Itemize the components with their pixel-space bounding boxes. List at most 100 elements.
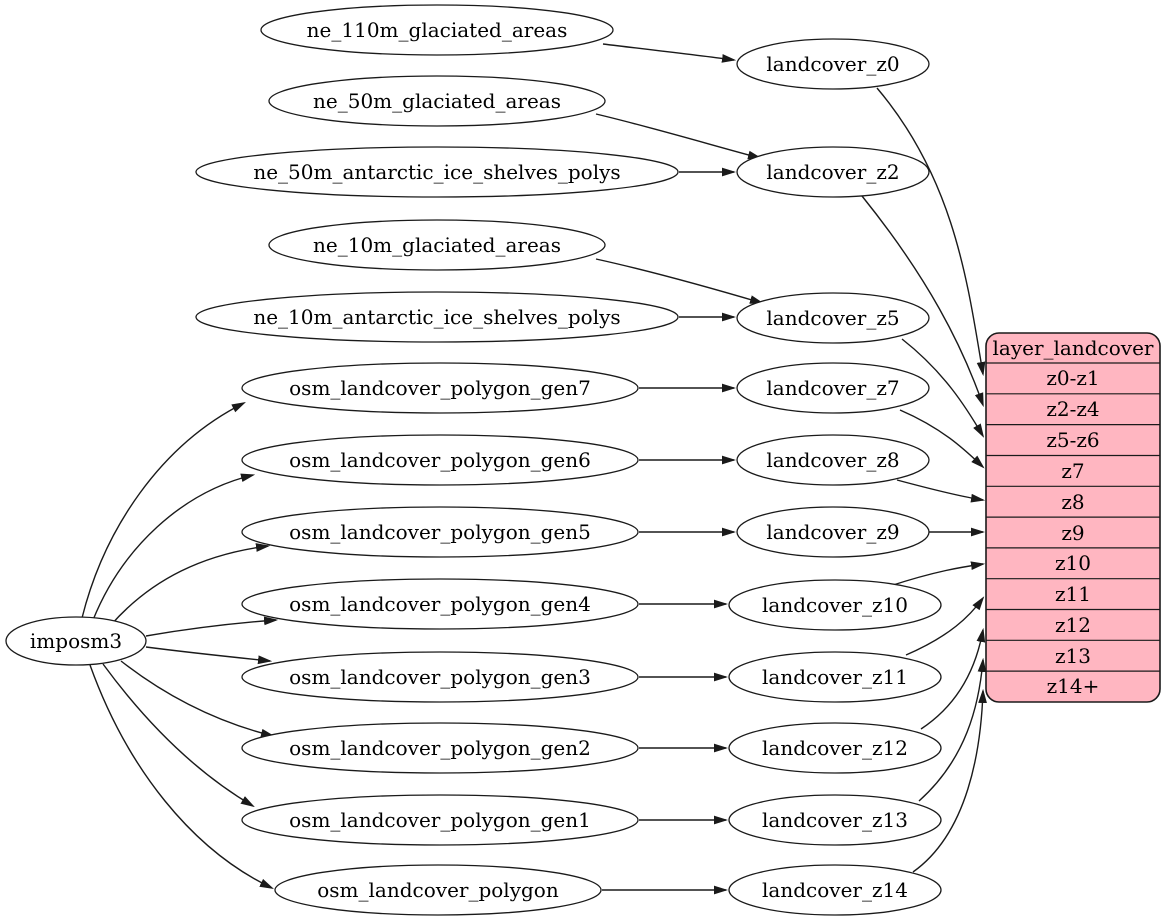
node-label: ne_110m_glaciated_areas [307,18,568,42]
edge-imposm3-to-gen4 [145,620,276,637]
node-shape [728,864,942,916]
node-landcover-z8: landcover_z8 [736,434,930,486]
edge-z14-to-row-z14plus [912,691,983,873]
node-label: landcover_z0 [766,52,899,76]
node-shape [728,794,942,846]
edge-ne50m-to-z2 [595,113,760,158]
node-shape [736,38,930,90]
edge-z12-to-row-z12 [920,630,983,730]
node-shape [241,651,639,703]
edge-z8-to-row-z8 [896,479,983,500]
edge-group-sources [595,43,762,890]
node-landcover-z0: landcover_z0 [736,38,930,90]
node-label: ne_50m_glaciated_areas [313,89,561,113]
node-shape [241,578,639,630]
node-landcover-z12: landcover_z12 [728,722,942,774]
node-label: osm_landcover_polygon_gen3 [289,665,591,689]
node-ne-10m-glaciated-areas: ne_10m_glaciated_areas [268,219,606,271]
node-landcover-z11: landcover_z11 [728,651,942,703]
node-shape [241,362,639,414]
edge-imposm3-to-polygon [89,664,272,888]
table-row-z5-z6: z5-z6 [1046,428,1099,452]
edge-imposm3-to-gen3 [145,646,270,661]
node-shape [241,506,639,558]
node-shape [728,579,942,631]
node-landcover-z14: landcover_z14 [728,864,942,916]
node-label: ne_10m_glaciated_areas [313,233,561,257]
edge-imposm3-to-gen1 [102,663,253,806]
node-shape [241,794,639,846]
edge-group-imposm3 [81,403,276,888]
node-imposm3: imposm3 [5,616,147,666]
node-label: osm_landcover_polygon_gen1 [289,808,591,832]
node-label: landcover_z11 [762,665,908,689]
node-shape [736,146,930,198]
edge-z2-to-row-z2-z4 [861,195,983,405]
edge-imposm3-to-gen2 [120,660,273,736]
node-label: landcover_z7 [766,376,899,400]
edge-z5-to-row-z5-z6 [901,338,983,436]
node-label: ne_10m_antarctic_ice_shelves_polys [253,305,620,329]
node-shape [736,506,930,558]
node-osm-landcover-polygon-gen4: osm_landcover_polygon_gen4 [241,578,639,630]
node-label: osm_landcover_polygon_gen4 [289,592,591,616]
node-landcover-z7: landcover_z7 [736,362,930,414]
node-osm-landcover-polygon-gen6: osm_landcover_polygon_gen6 [241,434,639,486]
table-row-z11: z11 [1055,582,1091,606]
table-row-z2-z4: z2-z4 [1046,397,1099,421]
edge-z11-to-row-z11 [905,598,983,656]
node-label: landcover_z5 [766,306,899,330]
node-shape [195,291,679,343]
node-label: osm_landcover_polygon [317,878,559,902]
table-title: layer_landcover [993,336,1154,360]
node-label: ne_50m_antarctic_ice_shelves_polys [253,160,620,184]
node-ne-50m-glaciated-areas: ne_50m_glaciated_areas [268,75,606,127]
node-label: osm_landcover_polygon_gen2 [289,736,591,760]
table-row-z0-z1: z0-z1 [1046,366,1099,390]
node-shape [274,864,602,916]
node-landcover-z13: landcover_z13 [728,794,942,846]
node-ne-110m-glaciated-areas: ne_110m_glaciated_areas [260,4,614,56]
node-osm-landcover-polygon-gen5: osm_landcover_polygon_gen5 [241,506,639,558]
node-shape [241,434,639,486]
node-label: landcover_z8 [766,448,899,472]
table-row-z7: z7 [1061,459,1084,483]
edge-group-to-table [861,87,983,873]
node-ne-50m-antarctic-ice-shelves-polys: ne_50m_antarctic_ice_shelves_polys [195,146,679,198]
node-label: landcover_z9 [766,520,899,544]
table-row-z8: z8 [1061,490,1084,514]
node-label: osm_landcover_polygon_gen7 [289,376,591,400]
node-shape [260,4,614,56]
edge-z10-to-row-z10 [889,564,983,587]
edge-z7-to-row-z7 [899,409,983,467]
table-row-z12: z12 [1055,613,1091,637]
node-shape [728,722,942,774]
edge-ne110m-to-z0 [602,43,734,60]
edge-z13-to-row-z13 [918,660,983,802]
node-ne-10m-antarctic-ice-shelves-polys: ne_10m_antarctic_ice_shelves_polys [195,291,679,343]
node-label: landcover_z2 [766,160,899,184]
node-label: landcover_z14 [762,878,908,902]
edge-imposm3-to-gen5 [109,546,268,627]
edge-ne10m-to-z5 [595,258,762,303]
node-osm-landcover-polygon-gen3: osm_landcover_polygon_gen3 [241,651,639,703]
table-layer-landcover: layer_landcover z0-z1 z2-z4 z5-z6 z7 z8 … [985,332,1161,703]
node-shape [241,722,639,774]
node-label: osm_landcover_polygon_gen6 [289,448,591,472]
edge-imposm3-to-gen6 [92,475,253,621]
node-shape [195,146,679,198]
node-label: osm_landcover_polygon_gen5 [289,520,591,544]
node-landcover-z9: landcover_z9 [736,506,930,558]
table-row-z10: z10 [1055,551,1091,575]
node-landcover-z2: landcover_z2 [736,146,930,198]
node-shape [736,362,930,414]
node-shape [736,434,930,486]
node-shape [268,219,606,271]
node-shape [728,651,942,703]
edge-z0-to-row-z0-z1 [876,87,983,374]
node-imposm3-label: imposm3 [30,629,122,653]
node-osm-landcover-polygon-gen1: osm_landcover_polygon_gen1 [241,794,639,846]
node-landcover-z5: landcover_z5 [736,292,930,344]
